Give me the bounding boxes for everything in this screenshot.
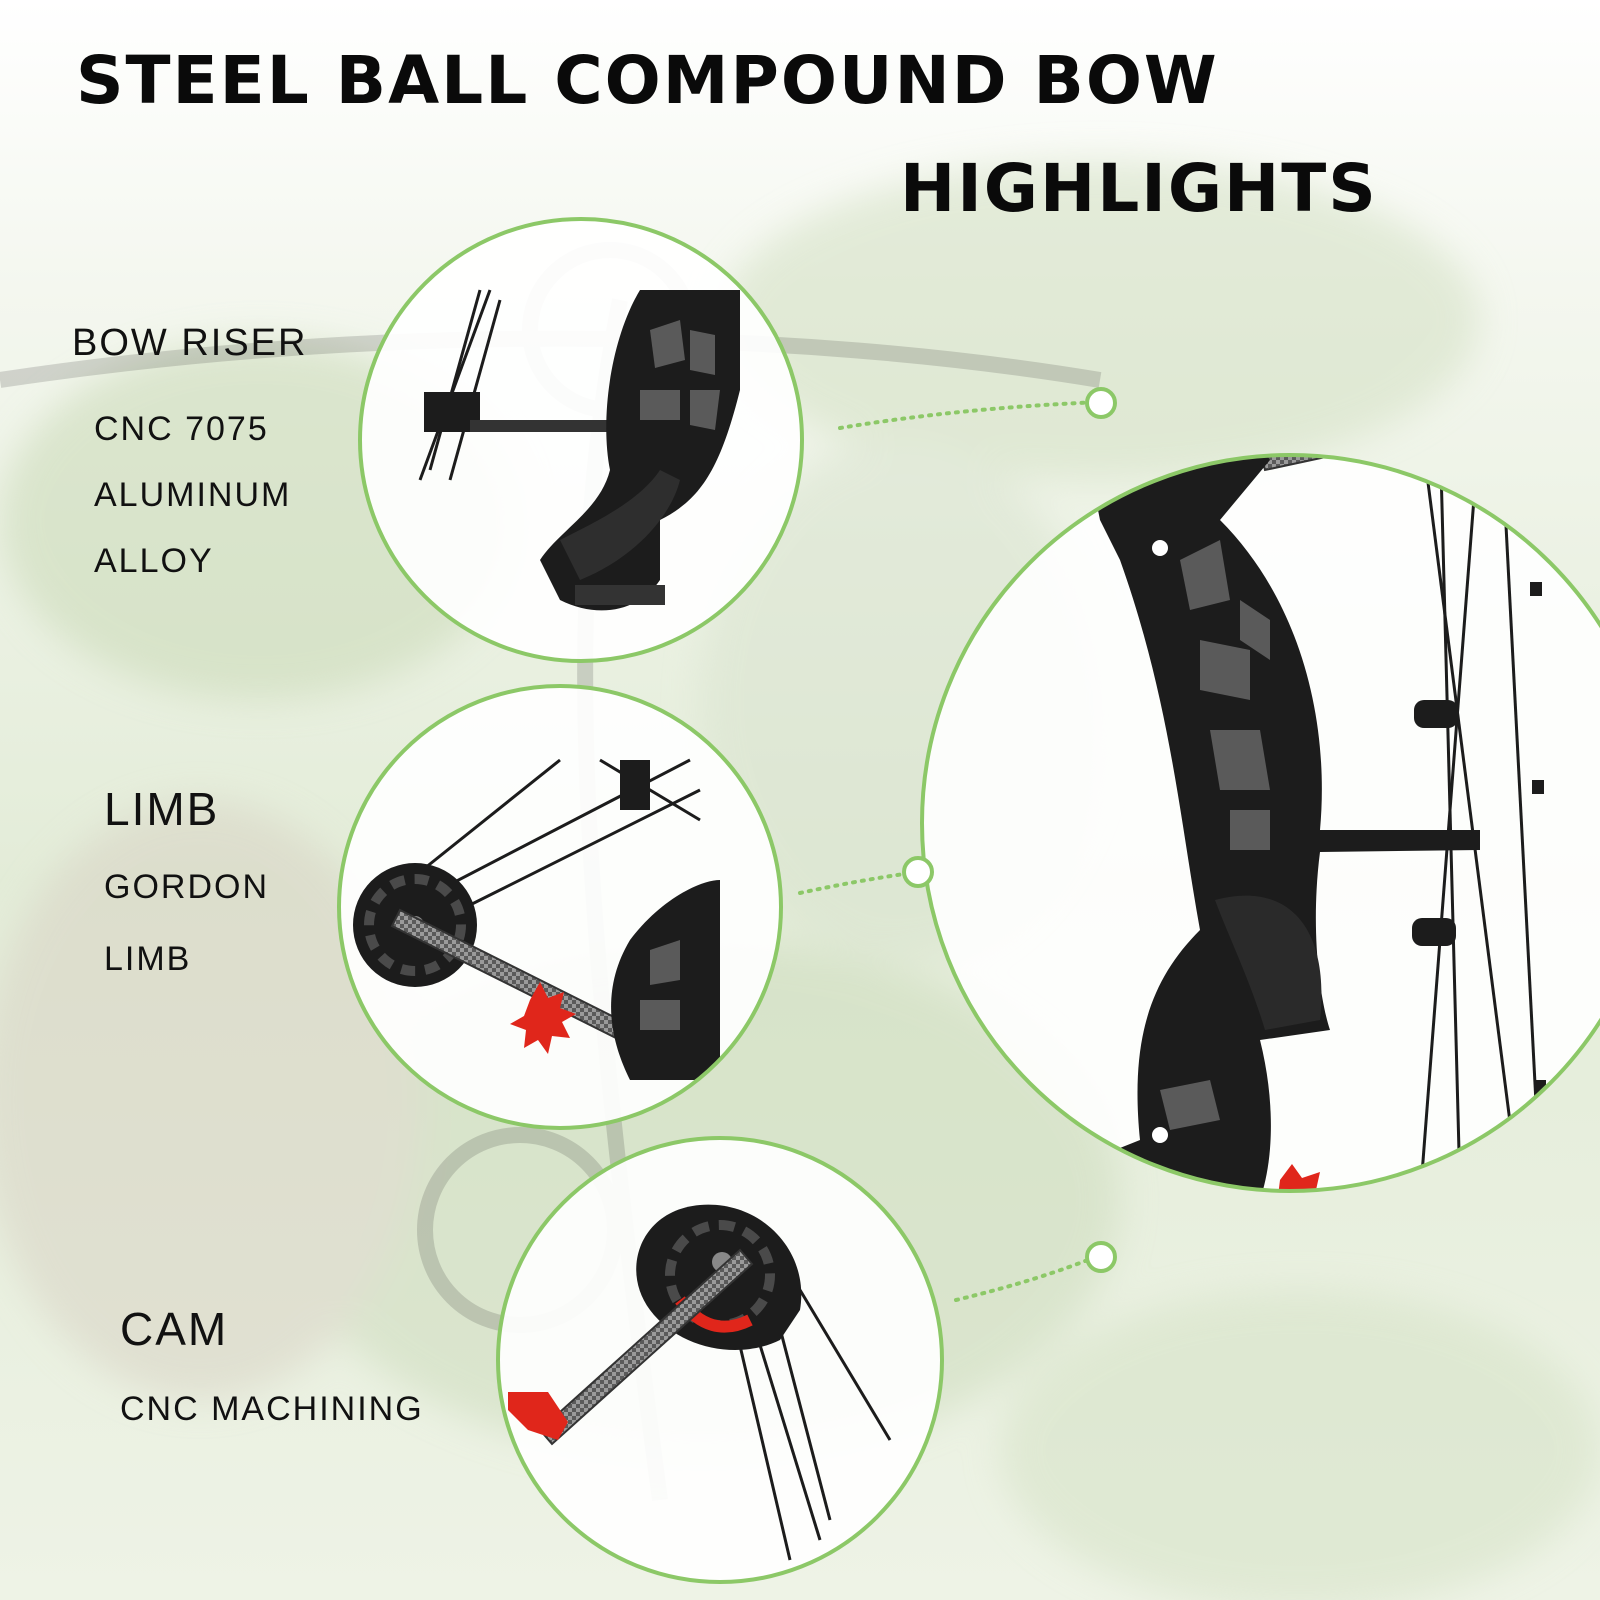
leader-cam — [954, 1253, 1102, 1302]
leader-limb — [798, 870, 920, 895]
page-title-line-2: HIGHLIGHTS — [900, 150, 1378, 227]
main-riser — [1090, 455, 1480, 1191]
feature-riser-line-2: ALUMINUM — [94, 476, 292, 514]
feature-limb-line-2: LIMB — [104, 940, 192, 978]
feature-limb-line-1: GORDON — [104, 868, 269, 906]
main-bow-view — [902, 387, 1600, 1273]
feature-cam-line-1: CNC MACHINING — [120, 1390, 424, 1428]
feature-limb-heading: LIMB — [104, 783, 220, 835]
feature-riser-line-3: ALLOY — [94, 542, 214, 580]
feature-cam-heading: CAM — [120, 1303, 229, 1355]
cam-detail-view — [496, 1136, 944, 1584]
main-dampers — [1264, 455, 1384, 1191]
leader-riser — [838, 400, 1102, 430]
main-top-cam — [1400, 455, 1540, 490]
feature-riser-heading: BOW RISER — [72, 322, 308, 364]
limb-detail-view — [337, 684, 783, 1130]
riser-detail-view — [358, 217, 804, 663]
feature-riser-line-1: CNC 7075 — [94, 410, 269, 448]
page-title-line-1: STEEL BALL COMPOUND BOW — [76, 42, 1219, 119]
main-bottom-cam — [1402, 1157, 1538, 1191]
